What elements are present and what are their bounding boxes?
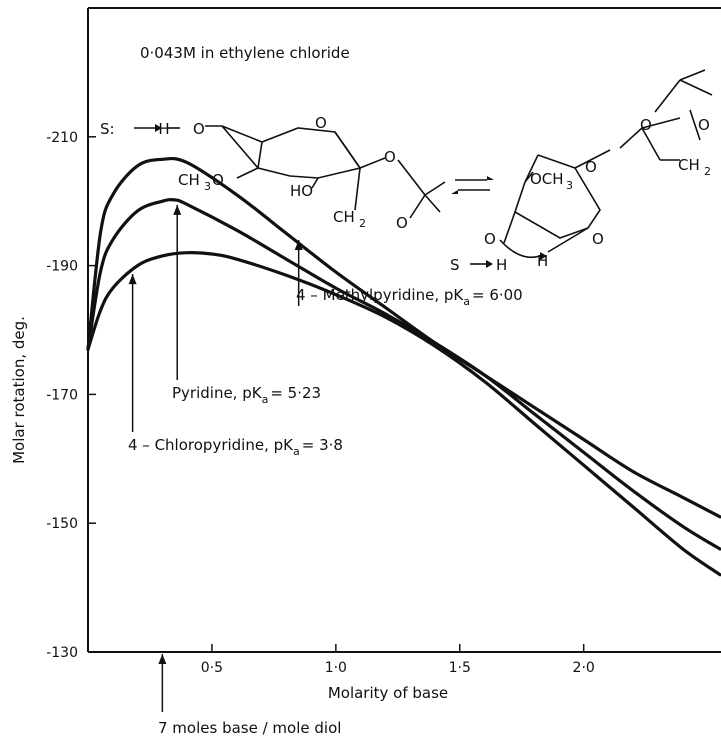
- structure-left-labels: S: H O O CH 3 O HO O CH 2 O: [100, 114, 408, 232]
- axes: [87, 7, 721, 653]
- annotation-methylpyridine-label: 4 – Methylpyridine, pKa= 6·00: [296, 286, 523, 308]
- equilibrium-arrows: [451, 176, 494, 194]
- series-lines: [86, 156, 721, 577]
- right-o-low: O: [592, 230, 604, 248]
- bottom-note-arrowhead: [158, 654, 167, 664]
- right-och3-sub: 3: [566, 179, 573, 192]
- left-ring-o: O: [315, 114, 327, 132]
- series-4-methylpyridine: [86, 156, 721, 519]
- y-tick-label-2: -170: [46, 387, 78, 403]
- structure-right-labels: O O O OCH 3 CH 2 O O S H H: [450, 116, 711, 274]
- annotation-pyridine: Pyridine, pKa= 5·23: [172, 204, 321, 406]
- y-tick-label-3: -190: [46, 259, 78, 275]
- x-tick-label-0: 0·5: [201, 660, 223, 676]
- series-4-chloropyridine: [86, 251, 721, 577]
- left-ch2: CH: [333, 208, 355, 226]
- annotation-methylpyridine-arrowhead: [294, 240, 303, 251]
- x-axis-label: Molarity of base: [328, 684, 448, 702]
- left-ch2-sub: 2: [359, 217, 366, 230]
- right-o-hb: O: [484, 230, 496, 248]
- right-ch2: CH: [678, 156, 700, 174]
- right-ring-o: O: [585, 158, 597, 176]
- right-o-top2: O: [698, 116, 710, 134]
- right-och3: OCH: [530, 170, 564, 188]
- annotation-pyridine-label: Pyridine, pKa= 5·23: [172, 384, 321, 406]
- annotation-chloropyridine: 4 – Chloropyridine, pKa= 3·8: [128, 274, 343, 458]
- left-o1: O: [193, 120, 205, 138]
- right-h1: H: [496, 256, 507, 274]
- x-tick-label-1: 1·0: [325, 660, 347, 676]
- left-donor: S:: [100, 120, 115, 138]
- y-ticks: -130 -150 -170 -190 -210: [46, 130, 96, 661]
- left-o3: O: [396, 214, 408, 232]
- annotation-chloropyridine-label: 4 – Chloropyridine, pKa= 3·8: [128, 436, 343, 458]
- x-ticks: 0·5 1·0 1·5 2·0: [201, 644, 595, 676]
- structure-right: [470, 69, 713, 268]
- y-tick-label-0: -130: [46, 645, 78, 661]
- y-axis-label: Molar rotation, deg.: [10, 316, 28, 464]
- y-tick-label-1: -150: [46, 516, 78, 532]
- right-donor: S: [450, 256, 460, 274]
- annotation-chloropyridine-arrowhead: [128, 274, 137, 285]
- x-tick-label-3: 2·0: [573, 660, 595, 676]
- right-h2: H: [537, 252, 548, 270]
- annotation-methylpyridine: 4 – Methylpyridine, pKa= 6·00: [294, 240, 523, 308]
- left-o2: O: [384, 148, 396, 166]
- left-ome: CH: [178, 171, 200, 189]
- left-ho: HO: [290, 182, 313, 200]
- y-tick-label-4: -210: [46, 130, 78, 146]
- annotation-pyridine-arrowhead: [173, 204, 182, 215]
- right-ch2-sub: 2: [704, 165, 711, 178]
- left-h: H: [158, 120, 169, 138]
- series-pyridine: [86, 198, 721, 551]
- bottom-note-label: 7 moles base / mole diol: [158, 719, 341, 737]
- right-o-top1: O: [640, 116, 652, 134]
- x-tick-label-2: 1·5: [449, 660, 471, 676]
- structure-left: [134, 124, 446, 219]
- left-ome-o: O: [212, 171, 224, 189]
- chart-title: 0·043M in ethylene chloride: [140, 44, 350, 62]
- left-ome-sub: 3: [204, 180, 211, 193]
- bottom-note: 7 moles base / mole diol: [158, 654, 341, 737]
